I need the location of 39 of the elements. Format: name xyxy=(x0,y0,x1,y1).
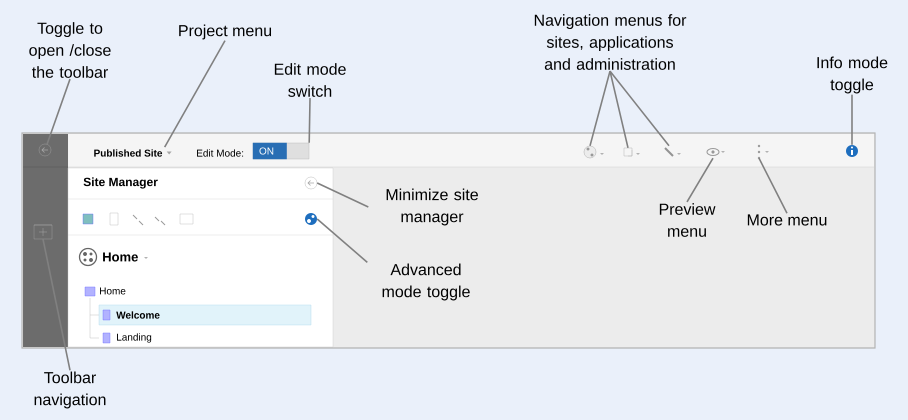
collapse-icon xyxy=(304,176,318,190)
collapse-icon xyxy=(38,144,52,156)
info-icon xyxy=(846,145,858,157)
panel-title: Site Manager xyxy=(84,177,158,189)
callout-text: Edit mode switch xyxy=(274,63,346,97)
leader-line xyxy=(164,40,226,148)
callout-text: Info mode toggle xyxy=(817,56,888,94)
leader-line xyxy=(758,158,788,214)
leader-line xyxy=(609,70,670,146)
leader-line xyxy=(308,98,311,143)
project-menu-button: Published Site xyxy=(94,149,172,157)
callout-text: Advanced mode toggle xyxy=(382,264,470,300)
leader-line xyxy=(851,94,853,145)
leader-line xyxy=(42,239,71,370)
pages-icon xyxy=(624,148,640,156)
leader-line xyxy=(609,70,629,148)
leader-line xyxy=(316,182,369,208)
callout-text: Toggle to open /close the toolbar xyxy=(29,22,111,78)
callout-text: Navigation menus for sites, applications and administration xyxy=(534,14,686,70)
leader-line xyxy=(589,70,611,146)
globe-icon xyxy=(584,146,604,158)
tree-item: Welcome xyxy=(116,311,160,319)
add-page-icon xyxy=(34,224,52,240)
tree-item: Landing xyxy=(117,333,152,343)
callout-text: More menu xyxy=(748,214,826,226)
leader-line xyxy=(316,218,368,263)
more-icon xyxy=(758,144,769,160)
gear-icon xyxy=(305,213,317,225)
page-title: Home xyxy=(103,252,138,262)
callout-text: Preview menu xyxy=(660,203,716,237)
tree-item: Home xyxy=(100,288,126,294)
callout-text: Toolbar navigation xyxy=(34,372,106,408)
callout-text: Project menu xyxy=(179,24,272,40)
eye-icon xyxy=(706,148,725,156)
toggle-switch: ON xyxy=(252,142,310,160)
leader-line xyxy=(686,158,714,202)
field-label: Edit Mode: xyxy=(197,149,244,157)
callout-text: Minimize site manager xyxy=(386,188,478,226)
wrench-icon xyxy=(664,147,681,157)
